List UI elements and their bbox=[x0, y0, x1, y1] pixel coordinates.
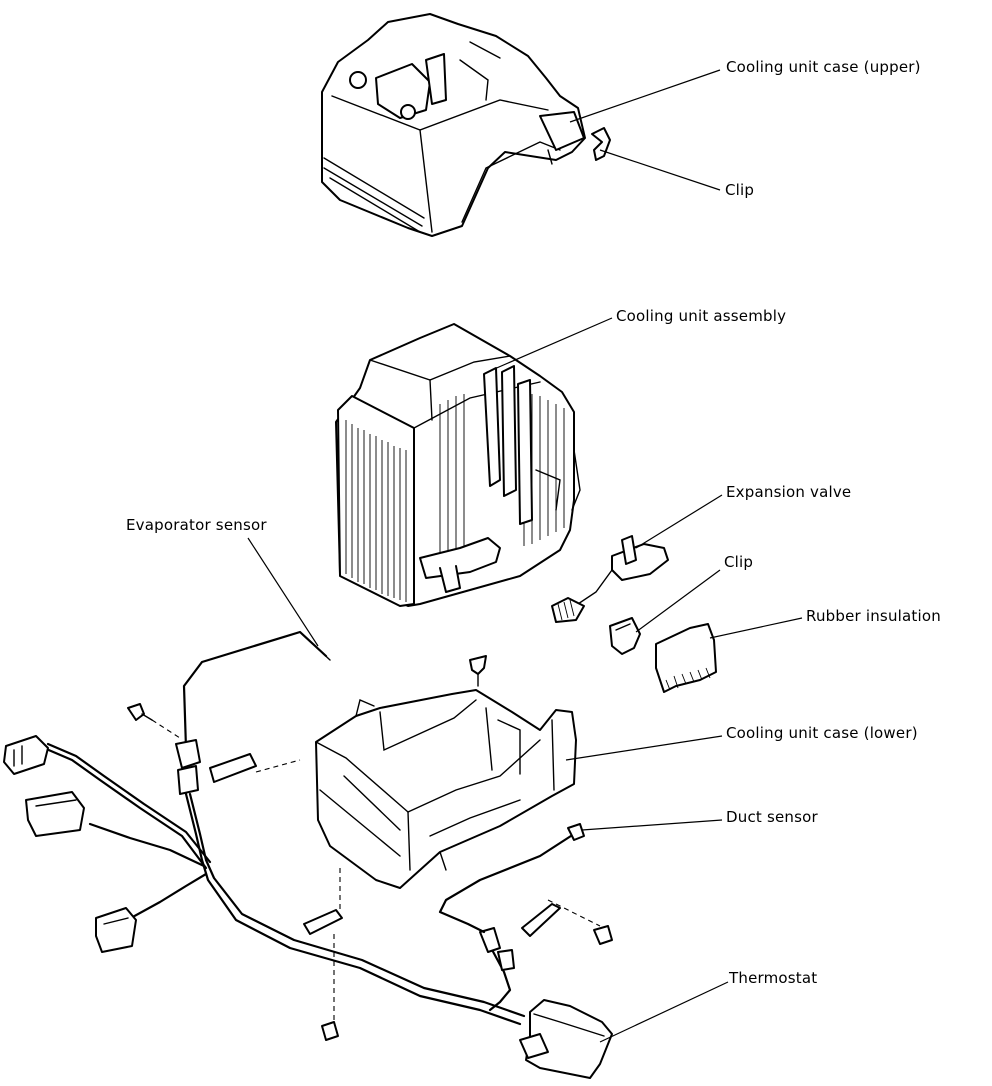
duct-sensor bbox=[438, 823, 601, 937]
screw-right bbox=[593, 925, 613, 945]
label-rubber-insulation: Rubber insulation bbox=[806, 607, 941, 625]
label-duct-sensor: Duct sensor bbox=[726, 808, 818, 826]
clip-middle bbox=[609, 617, 641, 655]
rubber-insulation bbox=[655, 623, 717, 693]
wiring-harness bbox=[3, 735, 526, 1026]
screw-top bbox=[469, 655, 487, 687]
screw-left bbox=[127, 703, 181, 739]
label-clip-top: Clip bbox=[725, 181, 755, 199]
cooling-unit-case-upper bbox=[321, 13, 586, 237]
clip-top bbox=[591, 127, 611, 161]
expansion-valve bbox=[551, 535, 669, 623]
label-clip-middle: Clip bbox=[724, 553, 754, 571]
leader-lines bbox=[247, 69, 803, 1043]
label-expansion-valve: Expansion valve bbox=[726, 483, 852, 501]
cooling-unit-assembly bbox=[335, 323, 581, 607]
thermostat bbox=[519, 999, 613, 1079]
screw-bottom bbox=[321, 1021, 339, 1041]
label-cooling-unit-case-upper: Cooling unit case (upper) bbox=[726, 58, 921, 76]
grommet-bottom bbox=[303, 868, 343, 1020]
evaporator-sensor bbox=[175, 630, 331, 795]
label-thermostat: Thermostat bbox=[729, 969, 818, 987]
cooling-unit-case-lower bbox=[315, 689, 577, 889]
label-cooling-unit-assembly: Cooling unit assembly bbox=[616, 307, 787, 325]
label-cooling-unit-case-lower: Cooling unit case (lower) bbox=[726, 724, 918, 742]
label-evaporator-sensor: Evaporator sensor bbox=[126, 516, 267, 534]
